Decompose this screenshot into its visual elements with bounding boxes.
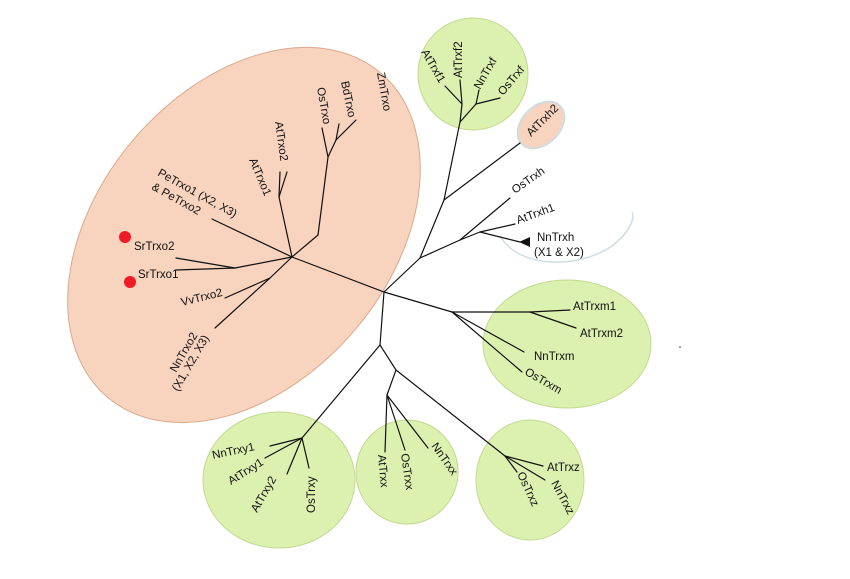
branch: [451, 311, 525, 353]
branch: [379, 291, 385, 346]
branch: [504, 455, 546, 481]
branch: [384, 394, 388, 453]
branch: [444, 85, 463, 105]
branch: [419, 199, 445, 259]
branch: [175, 257, 236, 269]
branch: [278, 171, 288, 198]
branch: [335, 119, 357, 141]
branch: [443, 142, 521, 201]
branch: [475, 89, 480, 105]
branch: [386, 394, 429, 449]
branch: [479, 231, 521, 243]
branch: [286, 437, 303, 475]
branch: [335, 123, 340, 141]
branch: [327, 139, 337, 158]
branch: [504, 455, 544, 467]
branch: [269, 437, 303, 447]
branch: [459, 79, 463, 105]
branch: [278, 171, 281, 198]
branch: [383, 291, 453, 313]
branch: [475, 97, 501, 105]
branch: [459, 103, 463, 123]
branch: [224, 277, 271, 299]
label-attrxx: AtTrxx: [375, 454, 390, 488]
label-nntrxh: NnTrxh: [537, 232, 574, 244]
branch: [214, 277, 271, 329]
branch: [175, 267, 236, 271]
branch: [301, 437, 310, 469]
branch: [529, 311, 577, 329]
branch: [479, 223, 516, 233]
clade-trxo: [67, 46, 421, 424]
label-ostrxh: OsTrxh: [510, 165, 547, 196]
red-dot-marker-srtrxo2: [119, 231, 131, 243]
tree-branches: [175, 79, 577, 481]
label-attrxf2: AtTrxf2: [453, 41, 465, 78]
label-attrxm1: AtTrxm1: [573, 301, 616, 313]
clade-trxz: [475, 419, 585, 541]
branch: [459, 231, 481, 241]
label-nntrxm: NnTrxm: [534, 351, 574, 363]
label-attrxz: AtTrxz: [547, 462, 580, 474]
label-attrxh1: AtTrxh1: [515, 202, 557, 227]
red-dot-marker-srtrxo1: [124, 276, 136, 288]
branch: [451, 311, 523, 373]
clade-trxm: [482, 279, 652, 409]
branch: [264, 437, 303, 459]
branch: [269, 256, 293, 279]
label-ostrxx: OsTrxx: [398, 453, 415, 491]
clade-trxy: [202, 411, 356, 549]
branch: [211, 218, 293, 258]
branch: [379, 344, 397, 371]
label-srtrxo2: SrTrxo2: [134, 241, 174, 253]
branch: [321, 127, 329, 158]
branch: [459, 103, 477, 123]
branch: [386, 394, 406, 451]
stray-dot: [679, 346, 681, 348]
clade-backgrounds: [67, 17, 652, 549]
clade-attrxh2: [516, 100, 566, 150]
branch: [317, 156, 329, 236]
label-nntrxh-variants: (X1 & X2): [534, 247, 584, 259]
label-srtrxo1: SrTrxo1: [138, 269, 178, 281]
clade-trxh-halo: [499, 211, 634, 263]
label-attrxm2: AtTrxm2: [580, 328, 623, 340]
branch: [234, 256, 293, 269]
label-ostrxy: OsTrxy: [306, 476, 318, 513]
clade-trxf: [417, 17, 529, 131]
markers: [119, 231, 530, 288]
triangle-marker-nntrxh: [519, 237, 530, 247]
branch: [459, 197, 511, 241]
branch: [386, 369, 397, 396]
label-attrxo2: AtTrxo2: [272, 121, 289, 162]
branch: [529, 309, 571, 313]
branch: [419, 239, 461, 259]
branch: [291, 256, 385, 293]
branch: [443, 121, 461, 201]
branch: [504, 455, 518, 473]
branch: [291, 234, 319, 258]
branch: [301, 344, 381, 439]
branch: [395, 369, 506, 457]
branch: [383, 257, 421, 293]
branch: [278, 196, 293, 258]
